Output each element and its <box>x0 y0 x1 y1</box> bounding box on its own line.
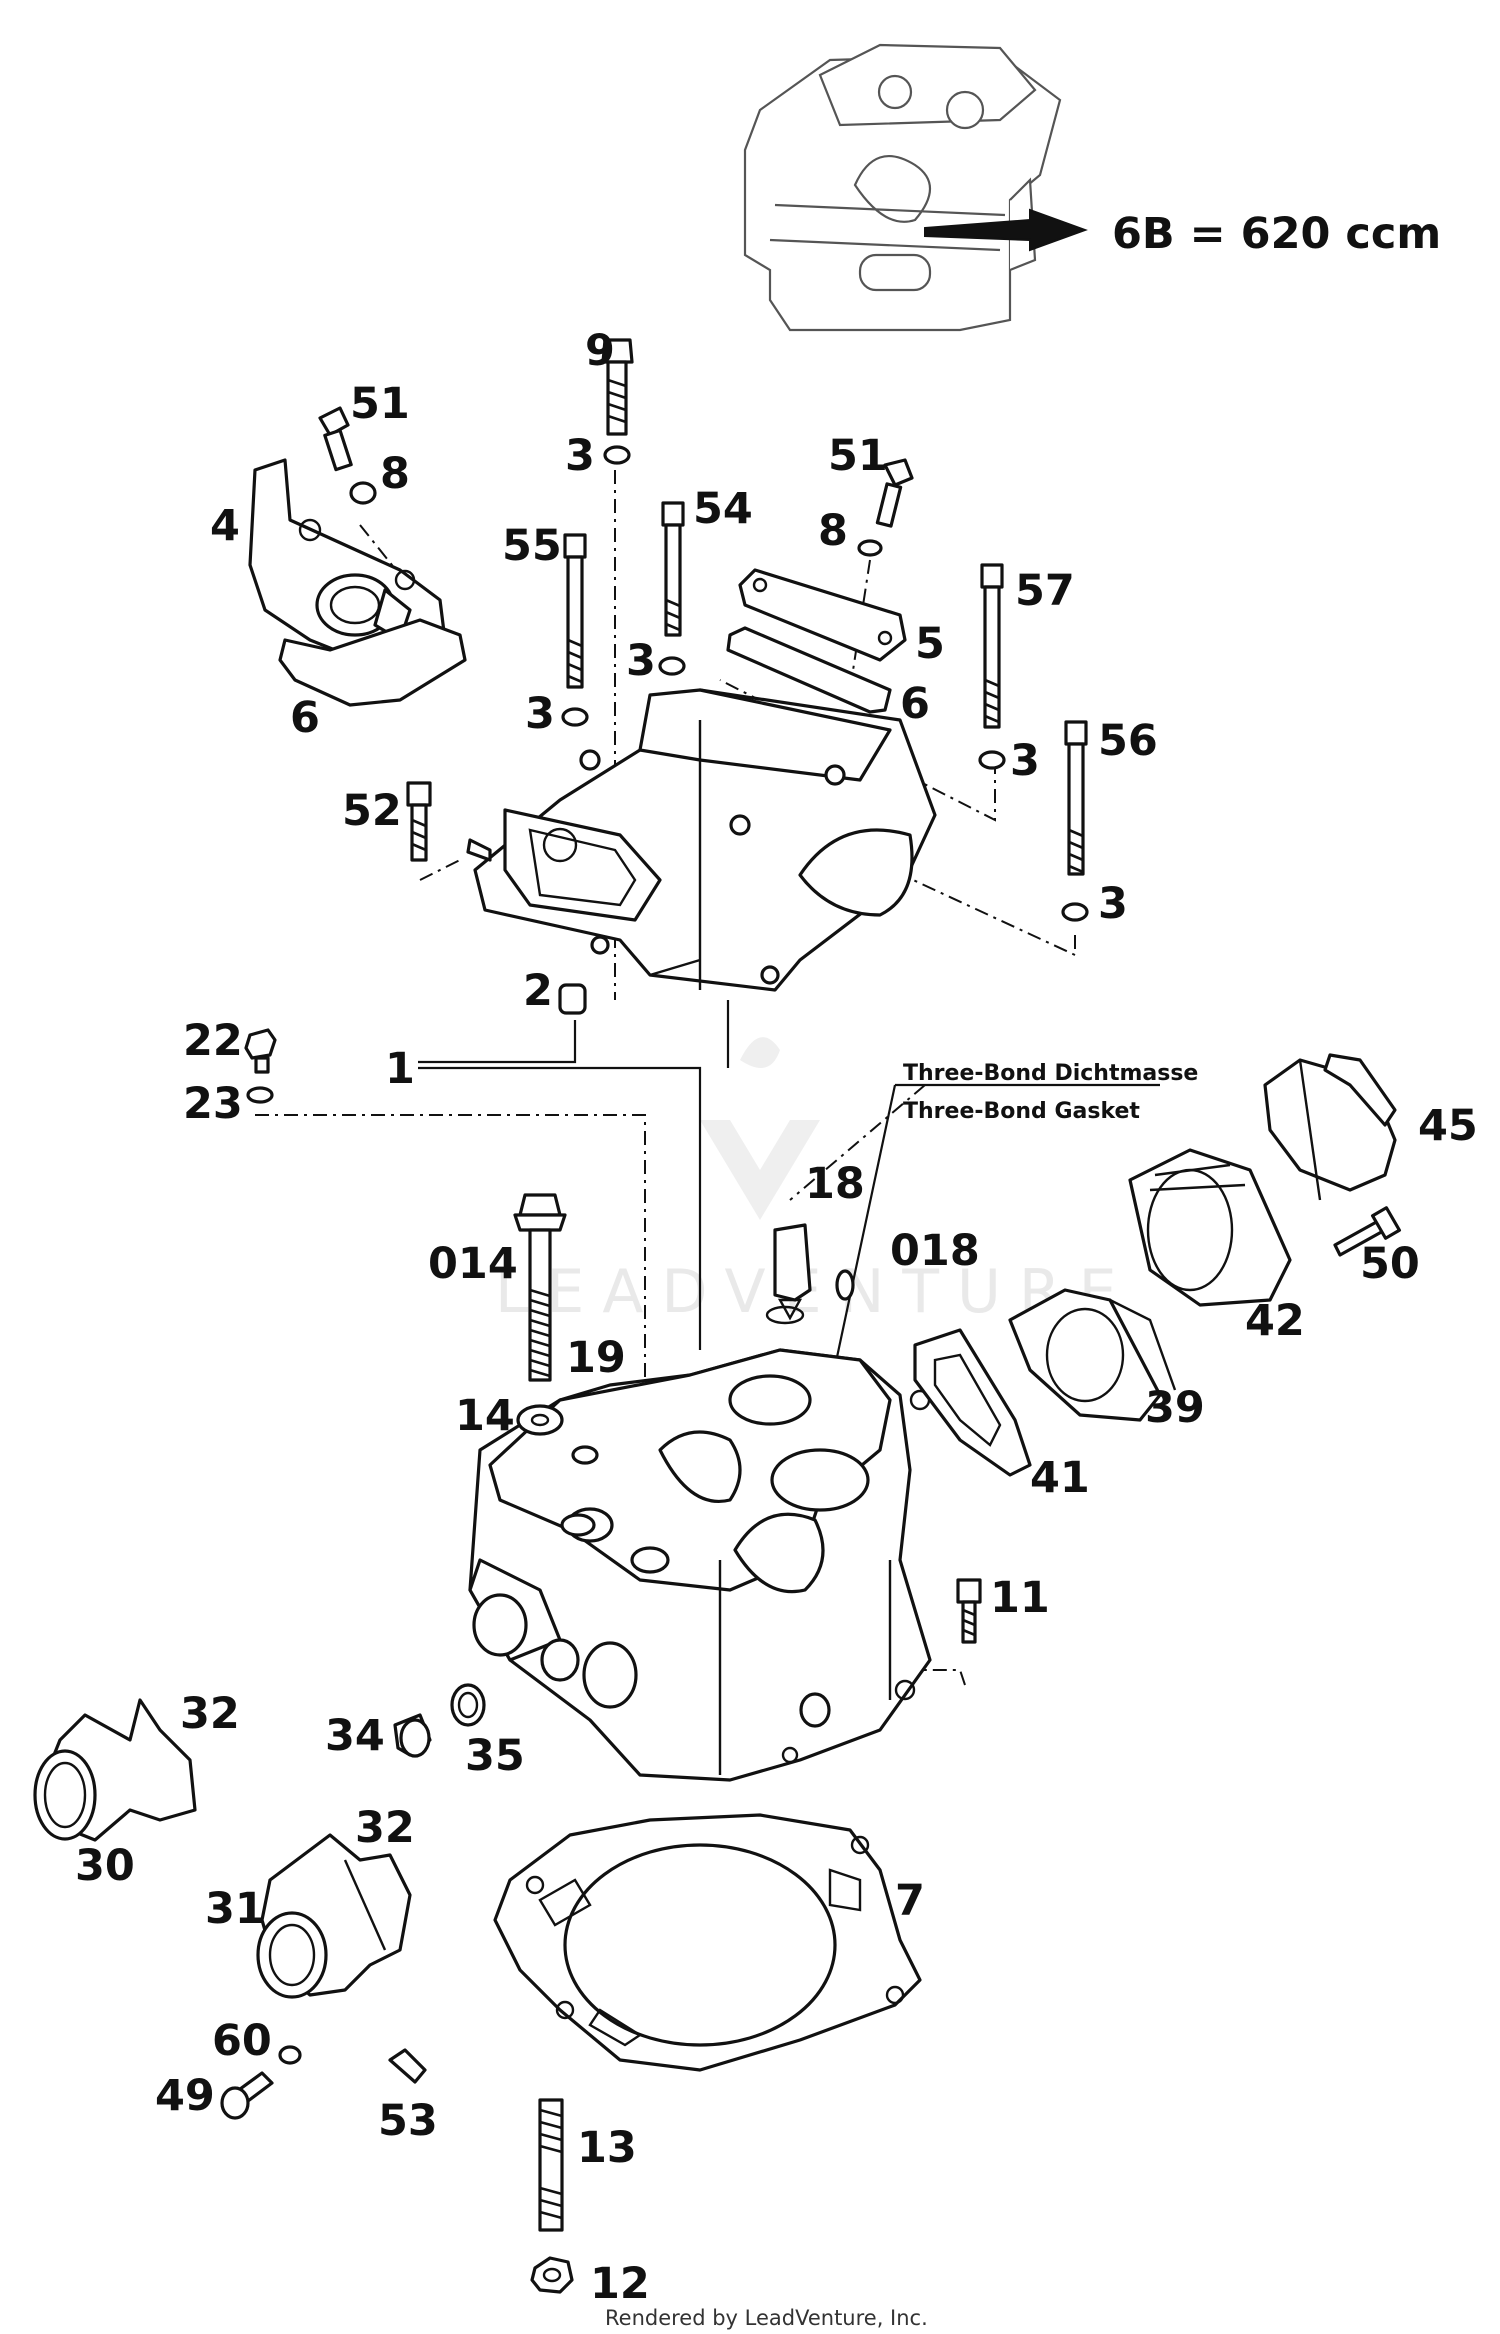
callout-41: 41 <box>1030 1453 1090 1503</box>
nut-12 <box>530 2256 574 2294</box>
bolt-57 <box>980 563 1004 729</box>
screw-11 <box>956 1578 982 1644</box>
bolt-9 <box>601 338 634 436</box>
callout-54: 54 <box>693 484 753 534</box>
callout-13: 13 <box>577 2123 637 2173</box>
bolt-55 <box>563 533 587 689</box>
callout-50: 50 <box>1360 1239 1420 1289</box>
callout-60: 60 <box>212 2016 272 2066</box>
callout-51: 51 <box>828 431 888 481</box>
callout-55: 55 <box>502 521 562 571</box>
callout-3: 3 <box>626 636 656 686</box>
clip-53 <box>388 2048 427 2084</box>
callout-3: 3 <box>1098 879 1128 929</box>
callout-018: 018 <box>890 1226 980 1276</box>
cover-plate <box>738 568 907 662</box>
callout-7: 7 <box>895 1876 925 1926</box>
callout-52: 52 <box>342 786 402 836</box>
callout-6: 6 <box>900 679 930 729</box>
sensor <box>765 1223 812 1325</box>
sealant-note-german: Three-Bond Dichtmasse <box>903 1061 1198 1086</box>
intake-flange <box>1008 1288 1177 1422</box>
callout-30: 30 <box>75 1841 135 1891</box>
callout-56: 56 <box>1098 716 1158 766</box>
callout-2: 2 <box>523 966 553 1016</box>
thermostat-gasket <box>278 618 467 707</box>
callout-3: 3 <box>1010 736 1040 786</box>
washer-3-54 <box>658 656 686 676</box>
hose-clamp <box>1263 1053 1397 1201</box>
valve-cover <box>466 688 937 992</box>
callout-14: 14 <box>455 1391 515 1441</box>
callout-35: 35 <box>465 1731 525 1781</box>
callout-3: 3 <box>565 431 595 481</box>
callout-11: 11 <box>990 1573 1050 1623</box>
washer-3-56 <box>1061 902 1089 922</box>
bolt-54 <box>661 501 685 637</box>
hollow-dowel-19 <box>560 1513 596 1537</box>
long-bolt-014 <box>513 1193 567 1382</box>
callout-32: 32 <box>355 1803 415 1853</box>
callout-45: 45 <box>1418 1101 1478 1151</box>
engine-reference-sketch <box>743 43 1088 332</box>
plug-22 <box>244 1028 277 1074</box>
callout-3: 3 <box>525 689 555 739</box>
callout-9: 9 <box>585 326 615 376</box>
callout-5: 5 <box>915 619 945 669</box>
washer-8-right <box>857 539 883 557</box>
callout-18: 18 <box>805 1159 865 1209</box>
screw-49 <box>220 2071 274 2120</box>
plug-34 <box>393 1713 432 1758</box>
callout-8: 8 <box>380 449 410 499</box>
washer-23 <box>246 1086 274 1104</box>
callout-32: 32 <box>180 1689 240 1739</box>
intake-flange-gasket <box>913 1328 1032 1477</box>
callout-51: 51 <box>350 379 410 429</box>
callout-23: 23 <box>183 1079 243 1129</box>
seal-ring-35 <box>450 1683 486 1727</box>
callout-53: 53 <box>378 2096 438 2146</box>
bolt-56 <box>1064 720 1088 876</box>
callout-42: 42 <box>1245 1296 1305 1346</box>
washer-3-top <box>603 445 631 465</box>
callout-014: 014 <box>428 1239 518 1289</box>
dowel-pin-2 <box>558 983 587 1015</box>
screw-52 <box>406 781 432 862</box>
callout-8: 8 <box>818 506 848 556</box>
o-ring-018 <box>835 1269 855 1301</box>
washer-3-55 <box>561 707 589 727</box>
callout-19: 19 <box>566 1333 626 1383</box>
callout-1: 1 <box>385 1044 415 1094</box>
bolt-51-left <box>318 406 353 472</box>
washer-14 <box>516 1404 564 1436</box>
callout-12: 12 <box>590 2259 650 2309</box>
washer-3-57 <box>978 750 1006 770</box>
sealant-note-english: Three-Bond Gasket <box>903 1099 1140 1124</box>
callout-34: 34 <box>325 1711 385 1761</box>
variant-note: 6B = 620 ccm <box>1112 209 1441 259</box>
callout-labels: 9 3 51 8 4 6 55 54 3 3 51 8 57 5 6 3 56 … <box>75 326 1478 2309</box>
intake-stub-30 <box>33 1698 197 1842</box>
callout-22: 22 <box>183 1016 243 1066</box>
stud-13 <box>538 2098 564 2232</box>
cover-gasket <box>726 626 892 714</box>
washer-60 <box>278 2045 302 2065</box>
callout-57: 57 <box>1015 566 1075 616</box>
intake-rubber-manifold <box>1128 1148 1292 1307</box>
clamp-screw <box>1333 1206 1402 1257</box>
callout-49: 49 <box>155 2071 215 2121</box>
callout-39: 39 <box>1145 1383 1205 1433</box>
washer-8-left <box>349 481 377 505</box>
intake-stub-31 <box>256 1833 412 1999</box>
callout-31: 31 <box>205 1884 265 1934</box>
bolt-51-right <box>875 458 914 528</box>
render-credit: Rendered by LeadVenture, Inc. <box>605 2306 928 2330</box>
watermark-logo-icon <box>700 1037 820 1220</box>
callout-6: 6 <box>290 693 320 743</box>
callout-4: 4 <box>210 501 240 551</box>
head-gasket <box>493 1813 922 2072</box>
